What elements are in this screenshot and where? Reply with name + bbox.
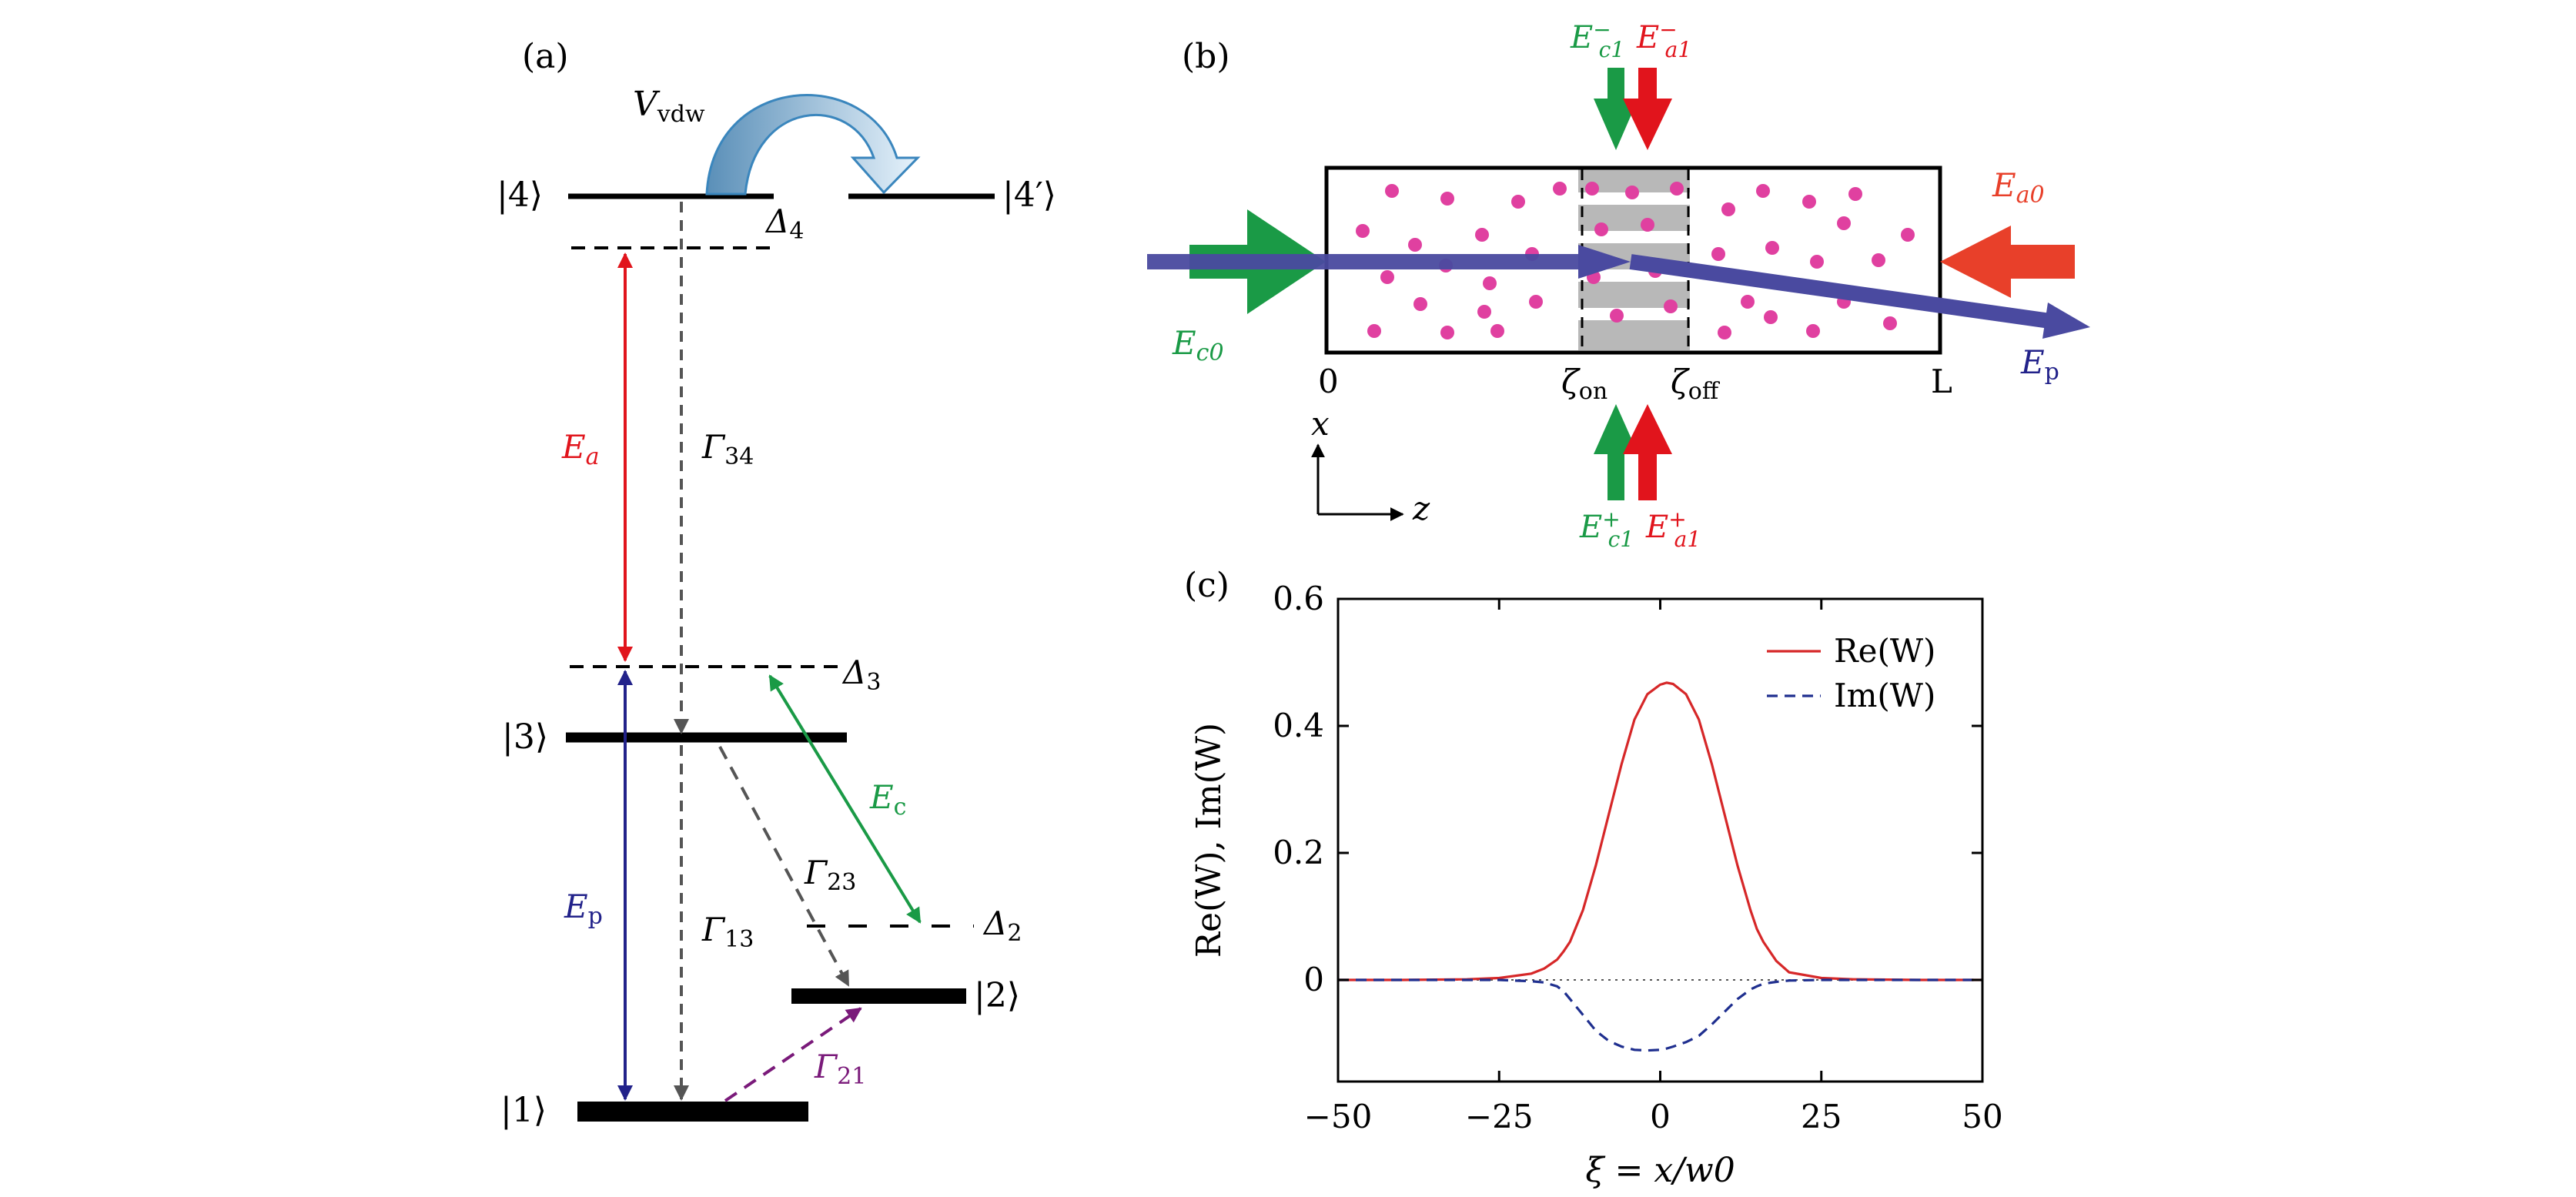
ea1-plus-arrow-icon [1623, 404, 1672, 500]
vdw-arrow-icon [705, 94, 921, 196]
gamma21-arrow [724, 1007, 862, 1102]
legend-label: Im(W) [1834, 677, 1935, 714]
panel-a: (a) |4⟩ |4′⟩ |3⟩ |2⟩ |1⟩ Vvdw Δ4 Δ3 Δ2 [497, 37, 1056, 1130]
ea0-label: Ea0 [1992, 166, 2045, 209]
chart: −50 −25 0 25 50 0 0.2 0.4 0.6 ξ = x/w0 Re(W), Im(W… [1189, 580, 2003, 1190]
delta3-label: Δ3 [841, 654, 881, 696]
state-2-label: |2⟩ [974, 976, 1020, 1015]
ea0-arrow-icon [1940, 226, 2075, 298]
ec1-minus-arrow-icon [1594, 68, 1638, 150]
ec-label: Ec [869, 778, 906, 821]
y-tick-label: 0.6 [1273, 580, 1324, 617]
ea1-plus-label: E+a1 [1645, 507, 1701, 552]
y-tick-label: 0.2 [1273, 834, 1324, 871]
z-axis-label: z [1412, 490, 1430, 527]
x-tick-label: −50 [1304, 1098, 1373, 1135]
gamma13-label: Γ13 [701, 911, 754, 953]
panel-c: (c) −50 −25 0 25 50 0 0.2 0.4 0.6 ξ = x/w0 Re(W), … [1184, 566, 2003, 1190]
plot-frame [1337, 597, 1984, 1083]
legend: Re(W) Im(W) [1767, 632, 1935, 714]
ea1-minus-label: E−a1 [1636, 17, 1691, 62]
x-tick-label: 50 [1962, 1098, 2002, 1135]
x-axis-title: ξ = x/w0 [1585, 1151, 1735, 1190]
ec1-plus-arrow-icon [1594, 404, 1638, 500]
series-line-real [1338, 681, 1982, 981]
y-tick-label: 0.4 [1273, 707, 1324, 744]
x-tick-label: 25 [1801, 1098, 1842, 1135]
y-axis-title: Re(W), Im(W) [1189, 723, 1229, 958]
zeta-on-label: ζon [1561, 363, 1607, 405]
gamma21-label: Γ21 [814, 1048, 866, 1090]
state-4-prime-label: |4′⟩ [1002, 176, 1056, 215]
ec0-label: Ec0 [1172, 324, 1224, 366]
x-tick-label: −25 [1465, 1098, 1534, 1135]
ec-arrow [768, 674, 922, 924]
probe-beam-out [1629, 254, 2057, 329]
ec1-minus-label: E−c1 [1570, 17, 1624, 62]
panel-c-label: (c) [1184, 566, 1229, 605]
state-4-label: |4⟩ [497, 176, 543, 215]
panel-b-label: (b) [1182, 37, 1230, 76]
cell-start-label: 0 [1318, 363, 1339, 400]
panel-b: (b) [1147, 17, 2090, 552]
x-axis-label: x [1311, 405, 1330, 443]
ea1-minus-arrow-icon [1623, 68, 1672, 150]
series-line-imag [1338, 978, 1982, 1052]
ea-label: Ea [561, 428, 600, 470]
y-tick-label: 0 [1303, 961, 1324, 998]
delta4-label: Δ4 [764, 202, 804, 245]
zeta-off-label: ζoff [1671, 363, 1721, 405]
panel-a-label: (a) [522, 37, 569, 76]
x-tick-label: 0 [1650, 1098, 1671, 1135]
ep-out-label: Ep [2020, 343, 2059, 386]
state-3-label: |3⟩ [502, 717, 548, 757]
legend-label: Re(W) [1834, 632, 1935, 670]
ec1-plus-label: E+c1 [1579, 507, 1634, 552]
delta2-label: Δ2 [982, 904, 1022, 947]
cell-end-label: L [1931, 363, 1952, 400]
vdw-label: Vvdw [633, 85, 705, 128]
gamma34-label: Γ34 [701, 428, 754, 470]
state-1-label: |1⟩ [500, 1091, 547, 1130]
probe-beam-in-head [1578, 245, 1631, 279]
gamma23-label: Γ23 [804, 854, 856, 896]
ep-label: Ep [564, 888, 603, 930]
probe-beam-out-head [2042, 303, 2090, 339]
